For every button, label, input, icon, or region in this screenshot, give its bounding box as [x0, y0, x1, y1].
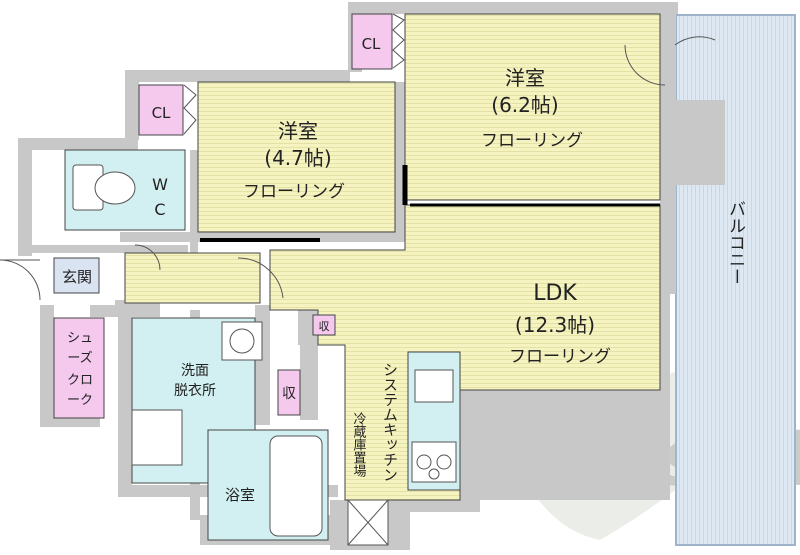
- kitchen-label: システムキッチン: [381, 362, 399, 482]
- room-floor: フローリング: [481, 131, 583, 151]
- room-size: (4.7帖): [264, 146, 331, 170]
- svg-text:収: 収: [282, 386, 296, 402]
- fridge-space: 冷蔵庫置場: [347, 412, 389, 546]
- svg-text:浴室: 浴室: [225, 486, 255, 504]
- room-size: (6.2帖): [491, 93, 558, 117]
- storage-1: 収: [312, 314, 336, 336]
- closet-2: CL: [138, 84, 197, 136]
- svg-text:洗面: 洗面: [181, 363, 209, 379]
- ldk: LDK (12.3帖) フローリング: [269, 204, 661, 501]
- hallway: [124, 252, 261, 304]
- room-name: 洋室: [278, 119, 318, 143]
- svg-text:収: 収: [319, 320, 330, 333]
- svg-text:シュ: シュ: [67, 331, 93, 346]
- svg-text:脱衣所: 脱衣所: [174, 383, 216, 399]
- shoe-cloak: シュ ーズ クロ ーク: [53, 317, 105, 419]
- entrance: 玄関: [0, 257, 100, 301]
- closet-1: CL: [351, 13, 405, 70]
- room-size: (12.3帖): [515, 313, 595, 337]
- svg-text:ーズ: ーズ: [67, 350, 92, 366]
- bathroom: 浴室: [207, 429, 329, 541]
- door-swings: [134, 36, 716, 299]
- room-name: 洋室: [505, 66, 545, 90]
- svg-text:玄関: 玄関: [62, 268, 92, 286]
- western-room-6-2: 洋室 (6.2帖) フローリング: [404, 13, 661, 201]
- fridge-label: 冷蔵庫置場: [351, 412, 367, 477]
- svg-text:W: W: [152, 175, 168, 194]
- balcony-label: バルコニー: [725, 200, 745, 285]
- storage-2: 収: [277, 369, 301, 416]
- svg-text:C: C: [154, 200, 165, 219]
- washroom: 洗面 脱衣所: [131, 317, 263, 484]
- room-floor: フローリング: [243, 182, 345, 202]
- room-floor: フローリング: [509, 347, 611, 367]
- room-name: LDK: [533, 281, 577, 306]
- svg-text:CL: CL: [152, 104, 171, 122]
- svg-text:クロ: クロ: [67, 373, 93, 388]
- svg-text:CL: CL: [362, 35, 381, 53]
- balcony: バルコニー: [675, 14, 796, 546]
- wc: W C: [64, 149, 186, 231]
- system-kitchen: システムキッチン: [381, 351, 461, 491]
- svg-text:ーク: ーク: [67, 393, 93, 408]
- western-room-4-7: 洋室 (4.7帖) フローリング: [197, 81, 396, 233]
